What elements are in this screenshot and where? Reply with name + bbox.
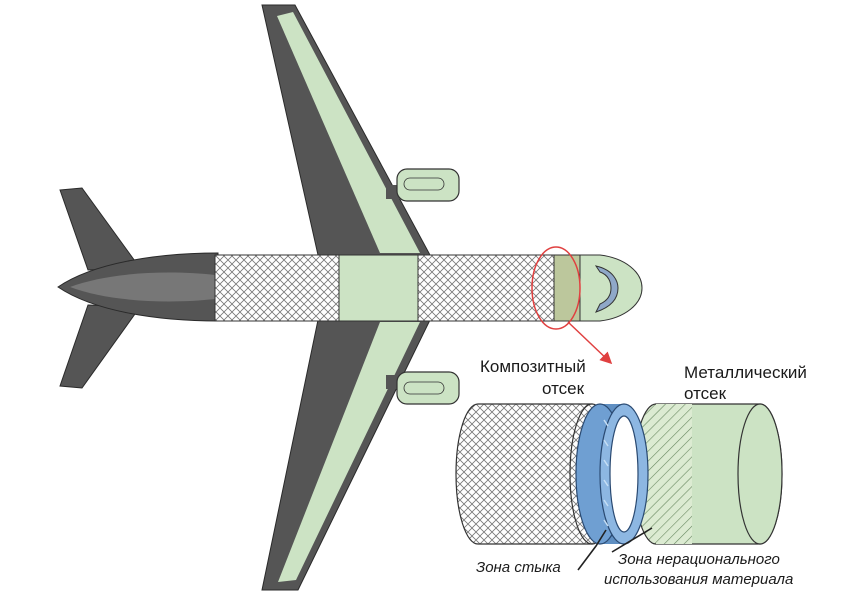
- joint-leader-line: [577, 529, 607, 571]
- compartment-detail: Композитный отсек Металлический отсек Зо…: [455, 357, 807, 588]
- upper-engine: [386, 168, 460, 202]
- metal-label-line2: отсек: [684, 384, 727, 403]
- composite-label-line2: отсек: [542, 379, 585, 398]
- cockpit-window: [594, 265, 619, 313]
- aircraft: [57, 4, 643, 591]
- metal-label-line1: Металлический: [684, 363, 807, 382]
- joint-zone-label: Зона стыка: [476, 559, 561, 576]
- irrational-label-line2: использования материала: [604, 571, 793, 588]
- irrational-zone: [634, 404, 692, 544]
- lower-wing: [261, 319, 431, 591]
- lower-engine: [386, 371, 460, 405]
- highlight-ellipse: [531, 246, 581, 330]
- metal-compartment: [633, 403, 783, 545]
- highlight-arrow: [567, 321, 613, 365]
- tail: [57, 187, 219, 389]
- composite-label-line1: Композитный: [480, 357, 586, 376]
- irrational-leader-line: [611, 527, 653, 553]
- fuselage: [214, 254, 643, 322]
- joint-ring: [575, 403, 649, 545]
- irrational-label-line1: Зона нерационального: [618, 551, 780, 568]
- upper-wing: [261, 4, 431, 256]
